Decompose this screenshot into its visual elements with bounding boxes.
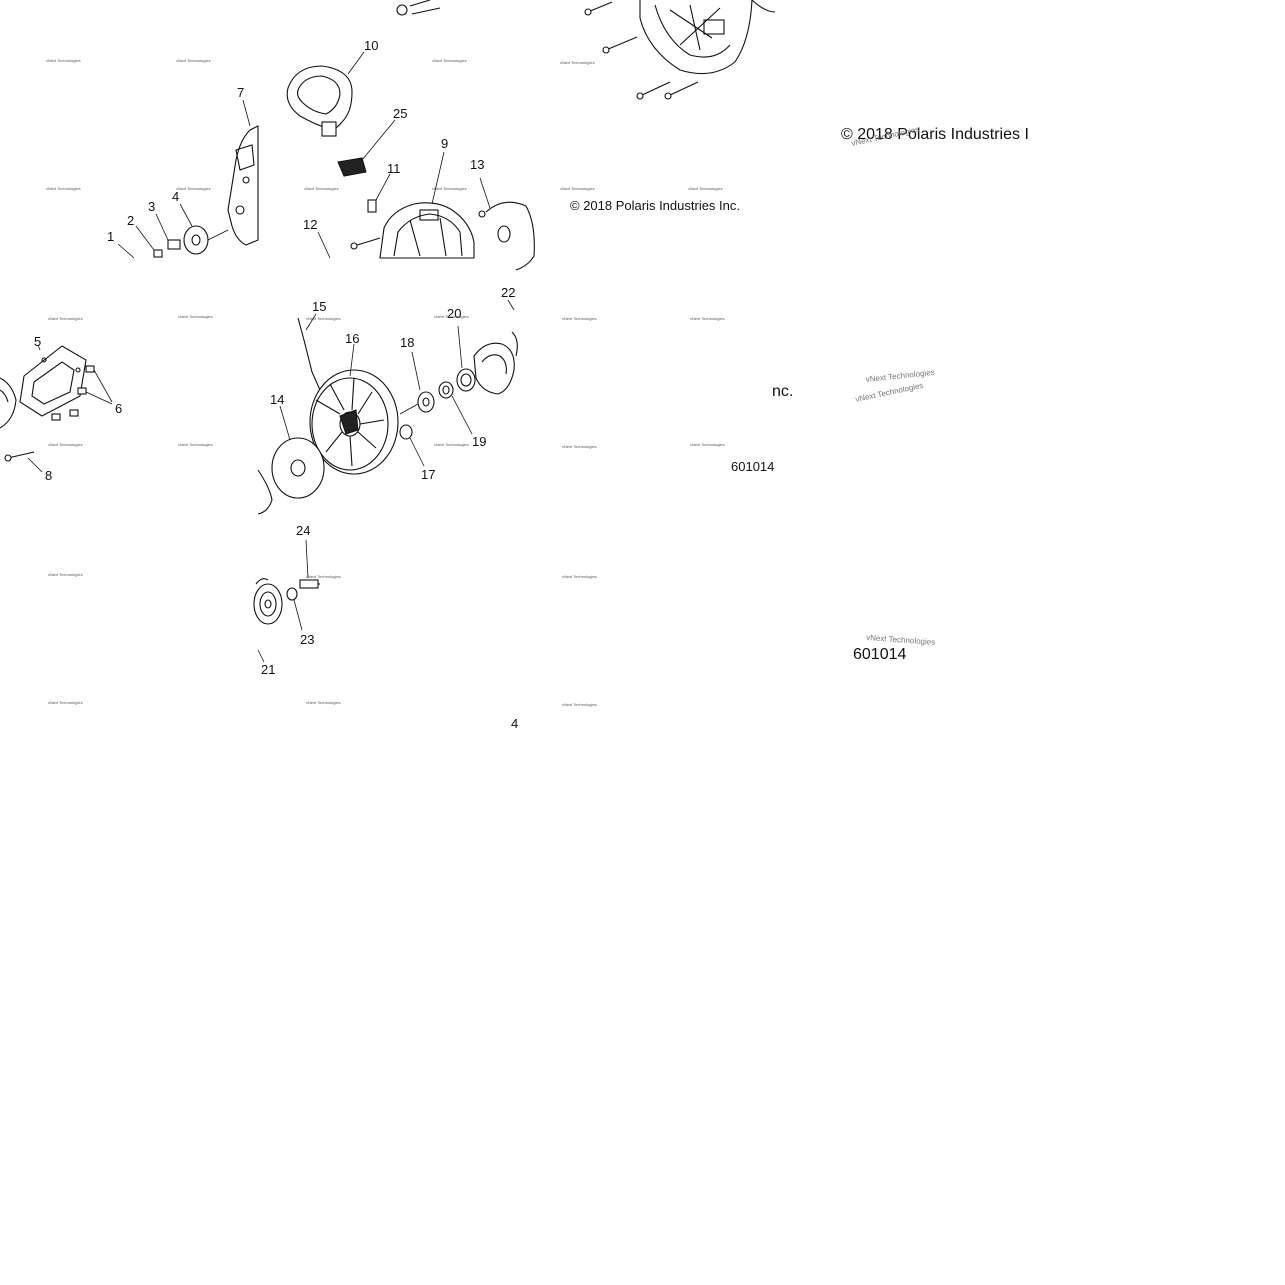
bolt-part-8 bbox=[4, 451, 43, 473]
callout-2: 2 bbox=[127, 213, 134, 228]
watermark-text-large: vNext Technologies bbox=[855, 381, 925, 404]
screw-part-12 bbox=[317, 231, 381, 259]
callout-25: 25 bbox=[393, 106, 407, 121]
callout-24: 24 bbox=[296, 523, 310, 538]
watermark-text: vNext Technologies bbox=[432, 186, 467, 191]
callout-15: 15 bbox=[312, 299, 326, 314]
callout-6: 6 bbox=[115, 401, 122, 416]
watermark-text: vNext Technologies bbox=[306, 574, 341, 579]
watermark-text: vNext Technologies bbox=[432, 58, 467, 63]
watermark-text: vNext Technologies bbox=[560, 186, 595, 191]
watermark-text: vNext Technologies bbox=[562, 574, 597, 579]
watermark-text-large: vNext Technologies bbox=[865, 368, 935, 384]
watermark-text: vNext Technologies bbox=[562, 444, 597, 449]
watermark-text: vNext Technologies bbox=[562, 702, 597, 707]
watermark-text: vNext Technologies bbox=[48, 572, 83, 577]
callout-19: 19 bbox=[472, 434, 486, 449]
callout-1: 1 bbox=[107, 229, 114, 244]
pulley-part-21 bbox=[253, 578, 283, 663]
watermark-text: vNext Technologies bbox=[434, 314, 469, 319]
housing-part-22 bbox=[473, 299, 518, 395]
watermark-text: vNext Technologies bbox=[434, 442, 469, 447]
watermark-text: vNext Technologies bbox=[562, 316, 597, 321]
bolts-top-right bbox=[584, 1, 699, 100]
callout-22: 22 bbox=[501, 285, 515, 300]
watermark-text: vNext Technologies bbox=[560, 60, 595, 65]
callout-5: 5 bbox=[34, 334, 41, 349]
watermark-text: vNext Technologies bbox=[306, 700, 341, 705]
spring-part-20 bbox=[456, 325, 476, 392]
washer-part-18 bbox=[399, 351, 435, 415]
callout-12: 12 bbox=[303, 217, 317, 232]
part-number: 601014 bbox=[853, 646, 906, 663]
housing-top-right bbox=[639, 0, 776, 75]
callout-23: 23 bbox=[300, 632, 314, 647]
handle-part-10 bbox=[286, 51, 365, 137]
seal-part-13 bbox=[478, 177, 535, 271]
watermark-text: vNext Technologies bbox=[46, 186, 81, 191]
watermark-text: vNext Technologies bbox=[178, 314, 213, 319]
watermark-text: vNext Technologies bbox=[48, 700, 83, 705]
washer-part-14 bbox=[257, 405, 325, 515]
callout-10: 10 bbox=[364, 38, 378, 53]
washer-part-23 bbox=[286, 587, 303, 631]
copyright-notice: © 2018 Polaris Industries Inc. bbox=[570, 198, 740, 213]
spacers-parts-1-4 bbox=[117, 203, 229, 259]
pin-part-11 bbox=[367, 173, 391, 213]
copyright-fragment: nc. bbox=[772, 383, 793, 400]
ring-part-17 bbox=[399, 424, 425, 467]
callout-9: 9 bbox=[441, 136, 448, 151]
bracket-part-7 bbox=[227, 99, 259, 246]
copyright-notice-clipped: © 2018 Polaris Industries I bbox=[841, 126, 1029, 143]
watermark-text: vNext Technologies bbox=[690, 442, 725, 447]
callout-14: 14 bbox=[270, 392, 284, 407]
watermark-text-large: vNext Technologies bbox=[866, 633, 936, 647]
watermark-text: vNext Technologies bbox=[48, 442, 83, 447]
watermark-text: vNext Technologies bbox=[304, 186, 339, 191]
callout-17: 17 bbox=[421, 467, 435, 482]
watermark-text: vNext Technologies bbox=[690, 316, 725, 321]
stray-mark: 4 bbox=[511, 716, 518, 731]
bolt-part-24 bbox=[299, 539, 320, 589]
callout-21: 21 bbox=[261, 662, 275, 677]
callout-3: 3 bbox=[148, 199, 155, 214]
insert-part-25 bbox=[337, 119, 396, 177]
callout-7: 7 bbox=[237, 85, 244, 100]
bushing-part-19 bbox=[438, 381, 473, 435]
watermark-text: vNext Technologies bbox=[178, 442, 213, 447]
callout-20: 20 bbox=[447, 306, 461, 321]
screws-part-6 bbox=[51, 365, 113, 421]
callout-16: 16 bbox=[345, 331, 359, 346]
callout-labels: 1 2 3 4 5 6 7 8 9 10 11 12 13 14 15 16 1… bbox=[34, 38, 515, 677]
part-number-small: 601014 bbox=[731, 459, 774, 474]
nut-top bbox=[396, 0, 441, 16]
callout-4: 4 bbox=[172, 189, 179, 204]
pulley-part-16 bbox=[309, 343, 399, 475]
cover-part-9 bbox=[379, 151, 475, 259]
rope-part-15 bbox=[297, 313, 321, 391]
callout-13: 13 bbox=[470, 157, 484, 172]
watermark-text: vNext Technologies bbox=[176, 58, 211, 63]
callout-8: 8 bbox=[45, 468, 52, 483]
watermark-text: vNext Technologies bbox=[306, 316, 341, 321]
watermark-text: vNext Technologies bbox=[176, 186, 211, 191]
watermark-text: vNext Technologies bbox=[688, 186, 723, 191]
watermark-text: vNext Technologies bbox=[48, 316, 83, 321]
callout-18: 18 bbox=[400, 335, 414, 350]
watermark-text: vNext Technologies bbox=[46, 58, 81, 63]
plate-part-5 bbox=[0, 344, 87, 429]
callout-11: 11 bbox=[387, 161, 401, 176]
